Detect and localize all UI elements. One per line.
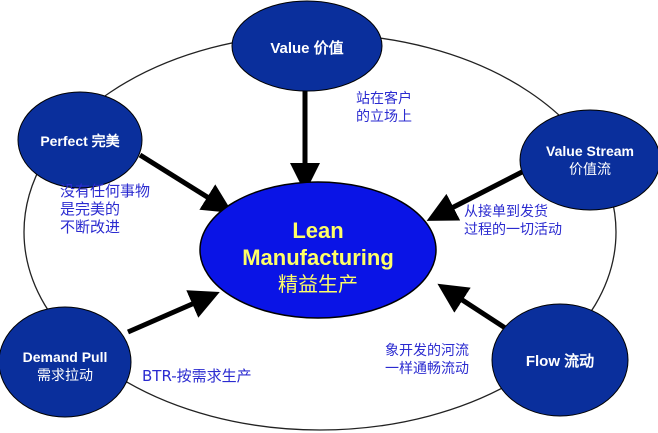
node-value-stream-label-en: Value Stream [546, 143, 634, 159]
node-flow-label: Flow 流动 [526, 352, 594, 370]
node-value[interactable]: Value 价值 [231, 0, 383, 92]
node-demand-pull-label-cn: 需求拉动 [37, 368, 93, 384]
note-flow: 象开发的河流 一样通畅流动 [385, 343, 469, 377]
note-value-line-2: 的立场上 [356, 109, 412, 125]
center-title-line1: Lean [292, 218, 343, 243]
node-value-stream[interactable]: Value Stream 价值流 [519, 109, 658, 211]
node-value-label: Value 价值 [270, 39, 343, 57]
node-demand-pull[interactable]: Demand Pull 需求拉动 [0, 306, 132, 418]
note-flow-line-2: 一样通畅流动 [385, 361, 469, 377]
note-value-line-1: 站在客户 [356, 90, 412, 107]
note-demand-pull: BTR-按需求生产 [142, 367, 252, 385]
arrow-demand-pull [127, 290, 220, 335]
note-value-stream-line-2: 过程的一切活动 [464, 222, 562, 238]
note-perfect-line-1: 没有任何事物 [60, 182, 150, 200]
note-value: 站在客户 的立场上 [356, 90, 412, 125]
note-value-stream: 从接单到发货 过程的一切活动 [464, 203, 562, 238]
arrow-value-stream [426, 169, 524, 221]
note-demand-pull-line-1: BTR-按需求生产 [142, 367, 252, 385]
note-perfect-line-3: 不断改进 [60, 218, 120, 236]
node-flow[interactable]: Flow 流动 [491, 303, 629, 417]
node-demand-pull-label-en: Demand Pull [23, 349, 108, 365]
note-perfect: 没有任何事物 是完美的 不断改进 [60, 182, 150, 236]
center-subtitle: 精益生产 [278, 272, 358, 296]
note-perfect-line-2: 是完美的 [60, 200, 120, 218]
arrow-perfect [138, 152, 233, 213]
center-title-line2: Manufacturing [242, 245, 394, 270]
node-perfect-label: Perfect 完美 [40, 133, 120, 149]
center-node[interactable]: Lean Manufacturing 精益生产 [199, 181, 437, 319]
node-perfect[interactable]: Perfect 完美 [17, 91, 143, 189]
note-flow-line-1: 象开发的河流 [385, 343, 469, 359]
note-value-stream-line-1: 从接单到发货 [464, 203, 548, 220]
node-value-stream-label-cn: 价值流 [569, 162, 611, 178]
